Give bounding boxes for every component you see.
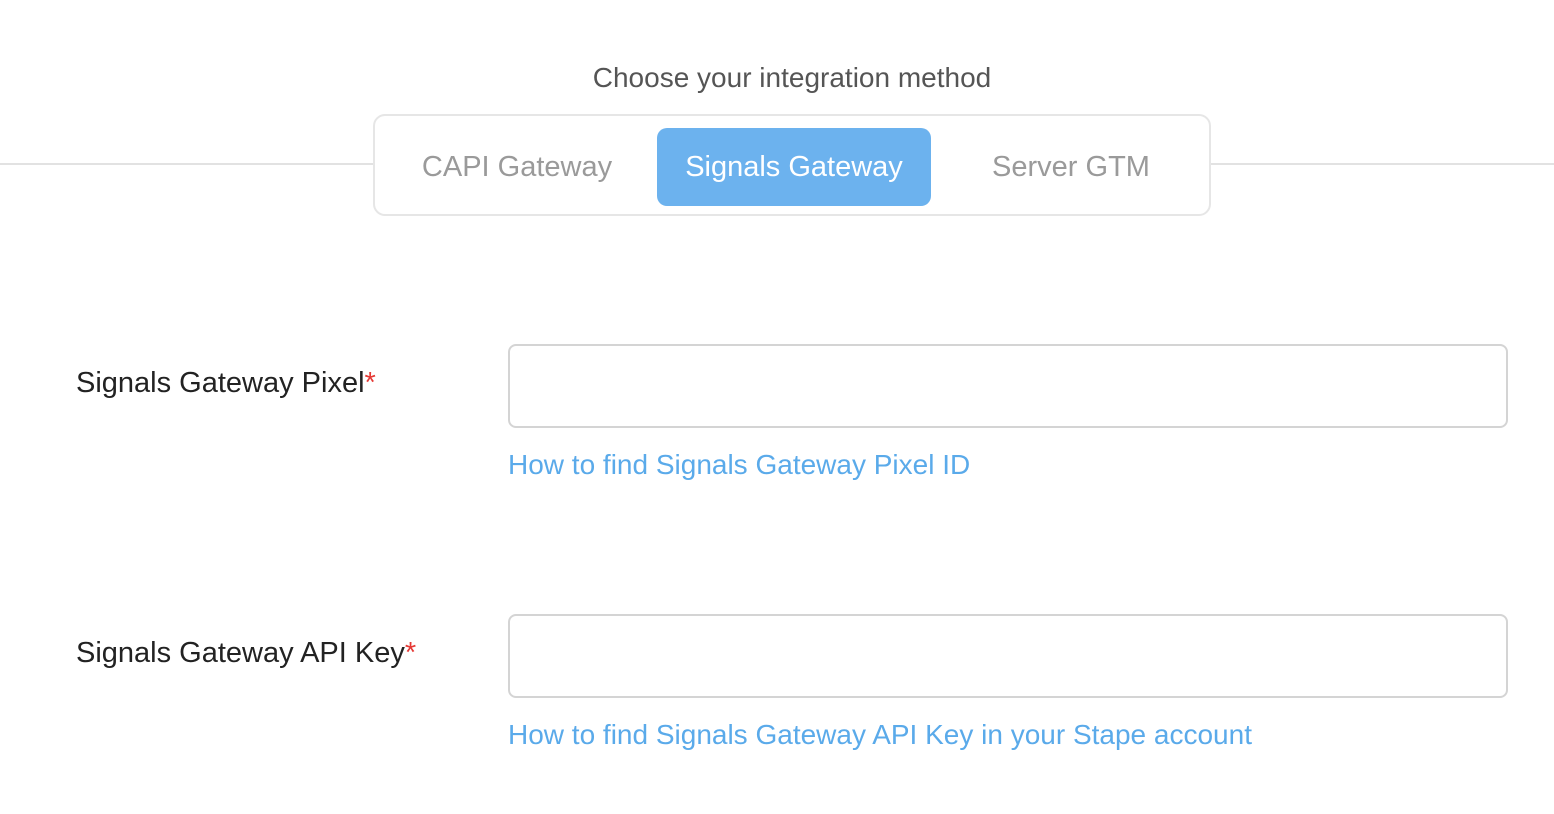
tab-signals-gateway[interactable]: Signals Gateway bbox=[657, 128, 931, 206]
pixel-help-link[interactable]: How to find Signals Gateway Pixel ID bbox=[508, 449, 971, 480]
api-key-field-label: Signals Gateway API Key* bbox=[76, 635, 416, 671]
tab-server-gtm[interactable]: Server GTM bbox=[992, 151, 1150, 183]
api-key-required-marker: * bbox=[404, 637, 417, 669]
divider-line-right bbox=[1210, 163, 1554, 165]
tab-capi-gateway[interactable]: CAPI Gateway bbox=[421, 151, 613, 183]
divider-line-left bbox=[0, 163, 374, 165]
api-key-help-link[interactable]: How to find Signals Gateway API Key in y… bbox=[508, 719, 1252, 750]
api-key-label-text: Signals Gateway API Key bbox=[76, 637, 405, 669]
integration-method-switcher: CAPI Gateway Signals Gateway Server GTM bbox=[373, 114, 1211, 216]
pixel-label-text: Signals Gateway Pixel bbox=[76, 367, 365, 399]
api-key-input[interactable] bbox=[508, 614, 1508, 698]
pixel-field-label: Signals Gateway Pixel* bbox=[76, 365, 376, 401]
pixel-input[interactable] bbox=[508, 344, 1508, 428]
integration-method-heading: Choose your integration method bbox=[592, 62, 992, 93]
pixel-required-marker: * bbox=[364, 367, 376, 399]
